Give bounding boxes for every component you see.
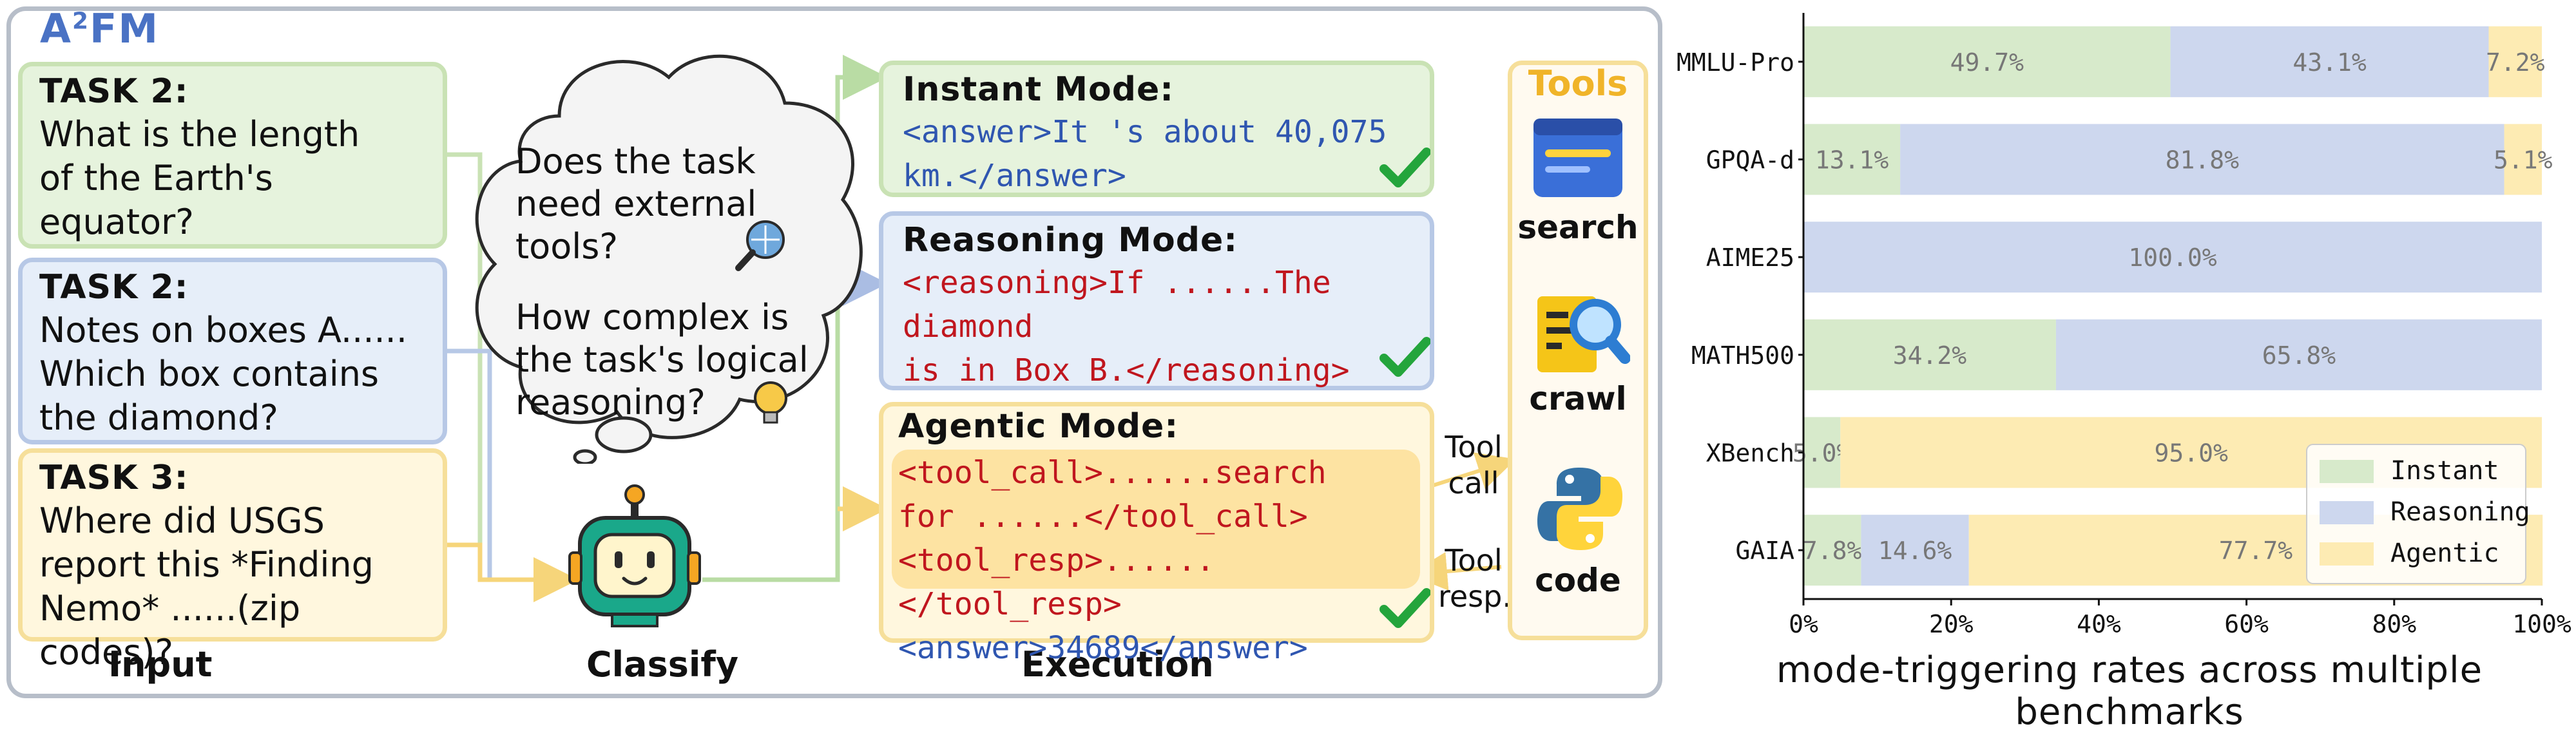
task-line: report this *Finding <box>39 544 374 585</box>
robot-classifier-icon <box>568 484 701 627</box>
stage-label-execution: Execution <box>1021 644 1214 685</box>
bar-segment <box>2488 26 2542 97</box>
mode-line: <answer>34689</answer> <box>898 630 1308 666</box>
bar-segment <box>1803 319 2056 390</box>
mode-title: Agentic Mode: <box>898 407 1179 446</box>
legend-swatch <box>2320 460 2374 483</box>
mode-line: <reasoning>If ......The diamond <box>903 265 1331 345</box>
mode-title: Instant Mode: <box>903 70 1175 109</box>
mode-line: <tool_call>......search <box>898 455 1327 491</box>
task-card-equator: TASK 2: What is the length of the Earth'… <box>18 62 447 249</box>
data-label: 43.1% <box>2292 48 2367 77</box>
mode-line: <answer>It 's about 40,075 <box>903 114 1387 150</box>
bar-segment <box>1803 222 2542 293</box>
x-tick-label: 0% <box>1789 610 1818 638</box>
y-tick-label: GPQA-d <box>1706 146 1794 175</box>
bar-segment <box>1803 417 1841 488</box>
data-label: 7.8% <box>1803 537 1862 565</box>
mode-line: for ......</tool_call> <box>898 499 1308 535</box>
x-tick-label: 100% <box>2512 610 2571 638</box>
bar-segment <box>1803 124 1901 195</box>
check-icon <box>1379 588 1430 628</box>
bar-segment <box>2504 124 2542 195</box>
y-tick-label: MMLU-Pro <box>1677 48 1794 77</box>
mode-title: Reasoning Mode: <box>903 221 1238 260</box>
task-line: the diamond? <box>39 397 278 438</box>
crawl-tool-icon <box>1537 296 1630 372</box>
data-label: 100.0% <box>2128 243 2216 272</box>
stage-label-classify: Classify <box>586 644 739 685</box>
task-card-diamond: TASK 2: Notes on boxes A...... Which box… <box>18 258 447 444</box>
tool-name-code: code <box>1535 562 1621 599</box>
bar-segment <box>1900 124 2504 195</box>
data-label: 49.7% <box>1950 48 2024 77</box>
y-tick-label: AIME25 <box>1706 243 1794 272</box>
check-icon <box>1379 337 1430 377</box>
x-tick-label: 80% <box>2372 610 2416 638</box>
data-label: 13.1% <box>1815 146 1889 175</box>
bar-segment <box>2055 319 2542 390</box>
task-line: Notes on boxes A...... <box>39 310 408 350</box>
tool-name-search: search <box>1517 209 1639 246</box>
x-tick-label: 20% <box>1929 610 1974 638</box>
task-title: TASK 3: <box>39 459 189 497</box>
legend-label: Agentic <box>2390 538 2499 568</box>
task-title: TASK 2: <box>39 72 189 111</box>
tool-name-crawl: crawl <box>1529 380 1627 417</box>
task-line: What is the length <box>39 114 360 155</box>
instant-mode-card: Instant Mode: <answer>It 's about 40,075… <box>879 61 1434 197</box>
stage-label-input: Input <box>108 644 213 685</box>
tool-call-highlight <box>892 450 1420 589</box>
data-label: 7.2% <box>2486 48 2545 77</box>
mode-line: km.</answer> <box>903 158 1126 194</box>
x-tick-label: 40% <box>2077 610 2121 638</box>
data-label: 5.1% <box>2494 146 2553 175</box>
task-line: of the Earth's <box>39 158 273 198</box>
x-tick-label: 60% <box>2224 610 2269 638</box>
data-label: 95.0% <box>2154 439 2228 468</box>
bar-segment <box>2170 26 2489 97</box>
data-label: 81.8% <box>2166 146 2240 175</box>
task-line: Nemo* ......(zip codes)? <box>39 588 301 672</box>
data-label: 34.2% <box>1893 341 1967 370</box>
bar-segment <box>1861 515 1969 586</box>
tools-title: Tools <box>1528 63 1628 104</box>
y-tick-label: XBench <box>1706 439 1794 468</box>
agentic-mode-content: Agentic Mode: <tool_call>......search fo… <box>898 406 1427 670</box>
data-label: 65.8% <box>2262 341 2336 370</box>
data-label: 14.6% <box>1878 537 1952 565</box>
chart-caption: mode-triggering rates across multiple be… <box>1776 649 2483 733</box>
search-tool-icon <box>1533 119 1622 197</box>
data-label: 77.7% <box>2219 537 2293 565</box>
mode-rate-chart: 49.7% 43.1% 7.2% MMLU-Pro 13.1% 81.8% 5.1% GPQA… <box>1677 13 2571 638</box>
mode-line: <tool_resp>......</tool_resp> <box>898 542 1215 622</box>
task-card-usgs: TASK 3: Where did USGS report this *Find… <box>18 448 447 672</box>
task-line: equator? <box>39 202 194 242</box>
magnifier-globe-icon <box>735 220 785 271</box>
legend-swatch <box>2320 501 2374 524</box>
framework-logo: A2FM <box>40 5 160 52</box>
reasoning-mode-card: Reasoning Mode: <reasoning>If ......The … <box>879 211 1434 432</box>
bar-segment <box>1803 515 1861 586</box>
y-tick-label: GAIA <box>1735 537 1794 565</box>
legend-swatch <box>2320 542 2374 566</box>
legend-label: Instant <box>2390 456 2499 486</box>
lightbulb-icon <box>754 381 787 424</box>
task-title: TASK 2: <box>39 268 189 307</box>
legend-label: Reasoning <box>2390 497 2530 527</box>
check-icon <box>1379 148 1430 187</box>
bar-segment <box>1803 26 2171 97</box>
task-line: Which box contains <box>39 354 380 394</box>
task-line: Where did USGS <box>39 500 325 541</box>
y-tick-label: MATH500 <box>1691 341 1794 370</box>
python-code-icon <box>1537 468 1622 550</box>
mode-line: is in Box B.</reasoning> <box>903 352 1350 388</box>
thought-cloud <box>475 54 863 464</box>
